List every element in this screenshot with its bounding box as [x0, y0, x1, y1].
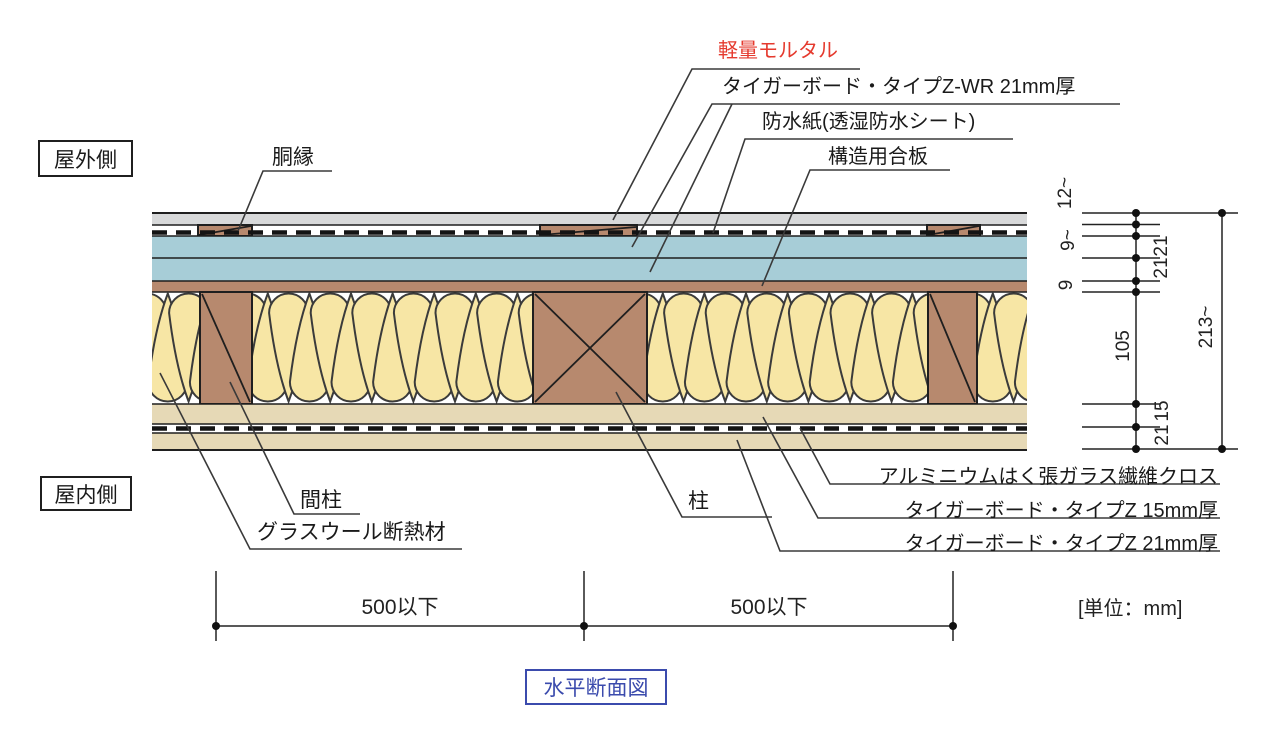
dim-vent: 9~ — [1058, 229, 1079, 251]
leader-tiger-zwr-1 — [631, 103, 1120, 248]
leader-plywood — [761, 169, 950, 287]
stud-label: 間柱 — [300, 489, 342, 512]
glasswool-label: グラスウール断熱材 — [257, 521, 446, 544]
dimension-bottom — [212, 571, 957, 641]
dim-mortar: 12~ — [1055, 176, 1076, 210]
leader-alumi-cloth — [799, 427, 1220, 485]
leader-mortar — [612, 68, 860, 221]
leader-stud — [229, 381, 360, 515]
dim-board21-b: 21 — [1151, 257, 1172, 279]
diagram-title-box: 水平断面図 — [525, 669, 667, 705]
pillar-label: 柱 — [688, 490, 709, 513]
leader-lines — [159, 68, 1220, 552]
leader-z21 — [736, 439, 1220, 552]
layer-tigerboard-z15 — [152, 403, 1027, 425]
dim-cavity: 105 — [1113, 330, 1134, 362]
unit-label: [単位：mm] — [1078, 598, 1183, 620]
dim-span-right: 500以下 — [730, 596, 808, 619]
leader-pillar — [615, 391, 772, 518]
leader-glasswool — [159, 372, 462, 550]
waterproof-label: 防水紙(透湿防水シート) — [762, 111, 976, 133]
plywood-label: 構造用合板 — [828, 146, 928, 168]
outdoor-side-box: 屋外側 — [38, 140, 133, 177]
diagram-title: 水平断面図 — [543, 677, 649, 700]
left-stud — [199, 291, 253, 405]
leader-furring — [237, 170, 332, 232]
right-stud — [927, 291, 978, 405]
leader-tiger-zwr-2 — [649, 103, 733, 273]
layer-tigerboard-z21 — [152, 432, 1027, 451]
indoor-side-label: 屋内側 — [54, 483, 118, 507]
dim-z15: 15 — [1152, 400, 1173, 422]
dim-plywood: 9 — [1056, 279, 1077, 291]
mortar-label: 軽量モルタル — [718, 40, 838, 62]
dimension-chain-right — [1082, 209, 1238, 453]
leader-z15 — [762, 416, 1220, 519]
layer-tigerboard-zwr — [152, 235, 1027, 281]
layer-plywood — [152, 280, 1027, 293]
center-pillar — [532, 291, 648, 405]
layer-mortar — [152, 212, 1027, 226]
outdoor-side-label: 屋外側 — [54, 148, 117, 172]
glasswool-insulation — [152, 292, 1027, 404]
leader-waterproof — [712, 138, 1013, 234]
dim-span-left: 500以下 — [361, 596, 439, 619]
furring-label: 胴縁 — [272, 146, 314, 169]
dim-board21-a: 21 — [1151, 235, 1172, 257]
indoor-side-box: 屋内側 — [40, 476, 132, 511]
dim-z21: 21 — [1152, 424, 1173, 446]
tiger-z21-label: タイガーボード・タイプZ 21mm厚 — [904, 533, 1218, 555]
alumi-cloth-label: アルミニウムはく張ガラス繊維クロス — [878, 466, 1218, 488]
tiger-z15-label: タイガーボード・タイプZ 15mm厚 — [904, 500, 1218, 522]
dim-total: 213~ — [1196, 305, 1217, 349]
tiger-zwr-label: タイガーボード・タイプZ-WR 21mm厚 — [722, 76, 1076, 98]
